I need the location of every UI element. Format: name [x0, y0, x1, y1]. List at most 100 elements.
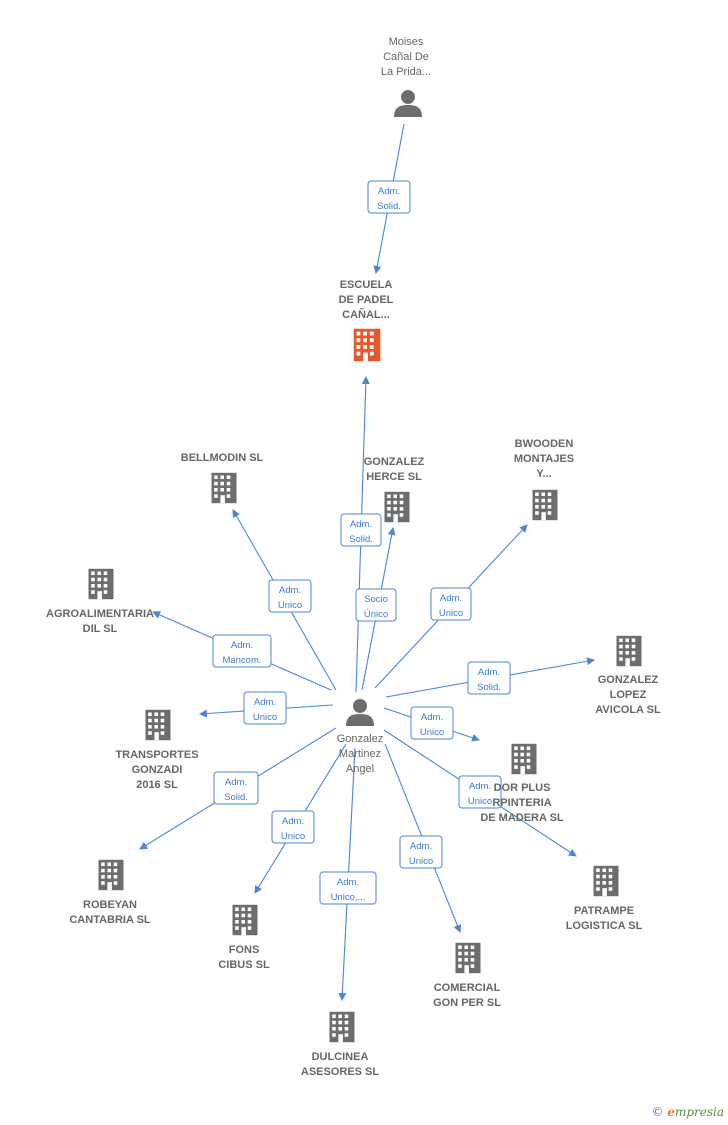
- node-label: CIBUS SL: [218, 959, 270, 971]
- node-label: HERCE SL: [366, 471, 422, 483]
- node-label: BWOODEN: [515, 438, 574, 450]
- edge-label-box[interactable]: [243, 691, 287, 725]
- edge-label-text: Adm.: [469, 781, 491, 792]
- node-label: PATRAMPE: [574, 905, 634, 917]
- node-dulcinea[interactable]: DULCINEA ASESORES SL: [301, 1011, 380, 1078]
- node-label: DOR PLUS: [494, 782, 551, 794]
- edge-gonzalez-martinez-to-bwooden: Adm. Unico: [374, 524, 528, 689]
- building-icon: [353, 328, 381, 362]
- empresia-logo: © empresia: [651, 1105, 724, 1119]
- edge-label-text: Adm.: [231, 640, 253, 651]
- node-label: Cañal De: [383, 51, 429, 63]
- node-bellmodin[interactable]: BELLMODIN SL: [181, 452, 264, 504]
- edge-label-text: Adm.: [254, 697, 276, 708]
- edge-label-text: Socio: [364, 594, 388, 605]
- edge-label-text: Solid.: [477, 682, 501, 693]
- node-patrampe[interactable]: PATRAMPE LOGISTICA SL: [566, 865, 643, 932]
- edge-label-text: Adm.: [410, 841, 432, 852]
- node-label: CANTABRIA SL: [69, 914, 151, 926]
- edge-label-text: Adm.: [225, 777, 247, 788]
- node-escuela[interactable]: ESCUELA DE PADEL CAÑAL...: [339, 279, 394, 362]
- edge-label-text: Adm.: [421, 712, 443, 723]
- edge-label-text: Unico: [409, 856, 433, 867]
- edge-label-text: Solid.: [377, 201, 401, 212]
- edge-label-box[interactable]: [367, 180, 411, 214]
- edge-label-box[interactable]: [268, 579, 312, 613]
- edge-label-box[interactable]: [410, 706, 454, 740]
- building-icon: [455, 942, 481, 974]
- edge-gonzalez-martinez-to-bellmodin: Adm. Unico: [232, 509, 337, 691]
- node-label: DIL SL: [83, 623, 118, 635]
- edge-moises-to-escuela: Adm. Solid.: [367, 123, 411, 274]
- edge-label-text: Solid.: [349, 534, 373, 545]
- person-icon: [394, 90, 422, 117]
- node-label: DE PADEL: [339, 294, 394, 306]
- building-icon: [329, 1011, 355, 1043]
- building-icon: [98, 859, 124, 891]
- edge-label-text: Unico: [253, 712, 277, 723]
- edge-label-text: Único: [364, 609, 388, 620]
- edge-label-text: Unico: [420, 727, 444, 738]
- node-label: DULCINEA: [312, 1051, 369, 1063]
- node-label: Y...: [536, 468, 551, 480]
- building-icon: [532, 489, 558, 521]
- edge-label-text: Unico: [439, 608, 463, 619]
- edge-label-text: Adm.: [337, 877, 359, 888]
- building-icon: [88, 568, 114, 600]
- node-label: BELLMODIN SL: [181, 452, 264, 464]
- node-label: GONZALEZ: [598, 674, 659, 686]
- edge-gonzalez-martinez-to-gonzalez-lopez: Adm. Solid.: [385, 657, 595, 698]
- node-label: LOPEZ: [610, 689, 647, 701]
- edge-gonzalez-martinez-to-dor-plus: Adm. Unico: [383, 706, 480, 742]
- edges-layer: Adm.Solid.Adm.Solid.Adm.UnicoSocioÚnicoA…: [139, 123, 595, 1001]
- edge-gonzalez-martinez-to-transportes: Adm. Unico: [199, 691, 334, 725]
- node-label: COMERCIAL: [434, 982, 501, 994]
- node-label: LOGISTICA SL: [566, 920, 643, 932]
- edge-label-box[interactable]: [458, 775, 502, 809]
- edge-gonzalez-martinez-to-escuela: Adm.Solid.: [340, 376, 382, 693]
- node-label: ESCUELA: [340, 279, 393, 291]
- edge-label-box[interactable]: [467, 661, 511, 695]
- edge-label-box[interactable]: [212, 634, 272, 668]
- edge-gonzalez-martinez-to-dulcinea: Adm.Unico,...: [319, 747, 377, 1001]
- edge-label-text: Unico: [278, 600, 302, 611]
- building-icon: [384, 491, 410, 523]
- node-label: Gonzalez: [337, 733, 383, 745]
- edge-gonzalez-martinez-to-agroalimentaria: Adm.Mancom.: [152, 611, 332, 691]
- edge-label-box[interactable]: [271, 810, 315, 844]
- node-label: AVICOLA SL: [595, 704, 661, 716]
- edge-label-box[interactable]: [319, 871, 377, 905]
- edge-label-box[interactable]: [213, 771, 259, 805]
- node-label: Angel: [346, 763, 374, 775]
- edge-label-text: Unico: [468, 796, 492, 807]
- node-bwooden[interactable]: BWOODENMONTAJESY...: [514, 438, 574, 521]
- edge-label-text: Adm.: [478, 667, 500, 678]
- edge-gonzalez-martinez-to-fons: Adm.Unico: [254, 743, 347, 894]
- building-icon: [232, 904, 258, 936]
- node-label: ROBEYAN: [83, 899, 137, 911]
- edge-label-box[interactable]: [430, 587, 472, 621]
- edge-label-box[interactable]: [399, 835, 443, 869]
- node-robeyan[interactable]: ROBEYAN CANTABRIA SL: [69, 859, 151, 926]
- node-label: ASESORES SL: [301, 1066, 380, 1078]
- brand-name: mpresia: [674, 1105, 724, 1119]
- node-gonzalez-lopez[interactable]: GONZALEZ LOPEZ AVICOLA SL: [595, 635, 661, 716]
- node-label: CAÑAL...: [342, 308, 390, 321]
- edge-gonzalez-martinez-to-comercial: Adm. Unico: [384, 743, 462, 933]
- building-icon: [511, 743, 537, 775]
- edge-label-text: Adm.: [378, 186, 400, 197]
- node-fons[interactable]: FONS CIBUS SL: [218, 904, 270, 971]
- edge-label-box[interactable]: [340, 513, 382, 547]
- node-label: FONS: [229, 944, 260, 956]
- edge-label-box[interactable]: [355, 588, 397, 622]
